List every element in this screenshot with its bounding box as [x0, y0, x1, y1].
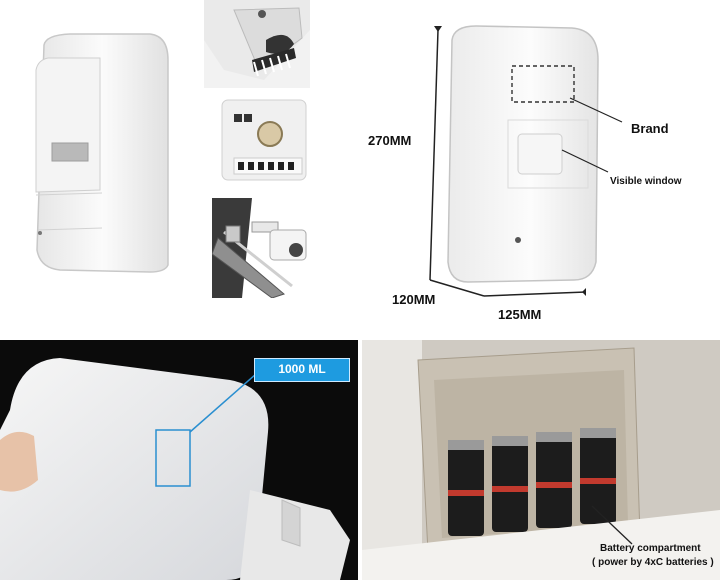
visible-window-callout-label: Visible window: [610, 176, 682, 187]
capacity-badge-text: 1000 ML: [278, 362, 326, 376]
battery-caption-line1: Battery compartment: [600, 543, 701, 554]
dimension-drawing: [429, 25, 623, 297]
height-dimension-line: [429, 29, 439, 281]
battery-3: [536, 432, 572, 528]
battery-1: [448, 440, 484, 536]
width-dimension-line: [483, 291, 587, 297]
battery-compartment-photo: [362, 340, 720, 580]
detail-photo-top: [204, 0, 310, 88]
sensor-dot: [38, 231, 42, 235]
battery-2: [492, 436, 528, 532]
mount-rail-closeup: [212, 198, 307, 298]
dispenser-front-illustration: [35, 33, 169, 273]
detail-photo-bottom: [212, 198, 312, 298]
window-slot: [51, 142, 89, 162]
bottle-illustration: [0, 358, 350, 580]
battery-callout-line: [591, 505, 633, 545]
depth-dimension-line: [429, 279, 485, 297]
bottle-photo: [0, 340, 358, 580]
dimension-diagram: [360, 0, 720, 330]
depth-dimension-label: 120MM: [392, 292, 436, 307]
brand-leader-line: [569, 97, 623, 123]
dispenser-front-photo: [0, 0, 200, 330]
battery-illustration: [362, 340, 720, 580]
battery-caption-line2: ( power by 4xC batteries ): [592, 557, 714, 568]
bottle-callout-line: [189, 373, 257, 433]
height-dimension-label: 270MM: [368, 133, 412, 148]
detail-photo-middle: [210, 98, 310, 192]
nozzle-closeup: [204, 0, 310, 80]
width-dimension-label: 125MM: [498, 307, 542, 322]
window-leader-line: [561, 149, 609, 173]
brand-area-outline: [511, 65, 575, 103]
brand-callout-label: Brand: [631, 121, 669, 136]
capacity-badge: 1000 ML: [254, 358, 350, 382]
bottle-label-outline: [155, 429, 191, 487]
battery-4: [580, 428, 616, 524]
underside-closeup: [221, 99, 307, 181]
